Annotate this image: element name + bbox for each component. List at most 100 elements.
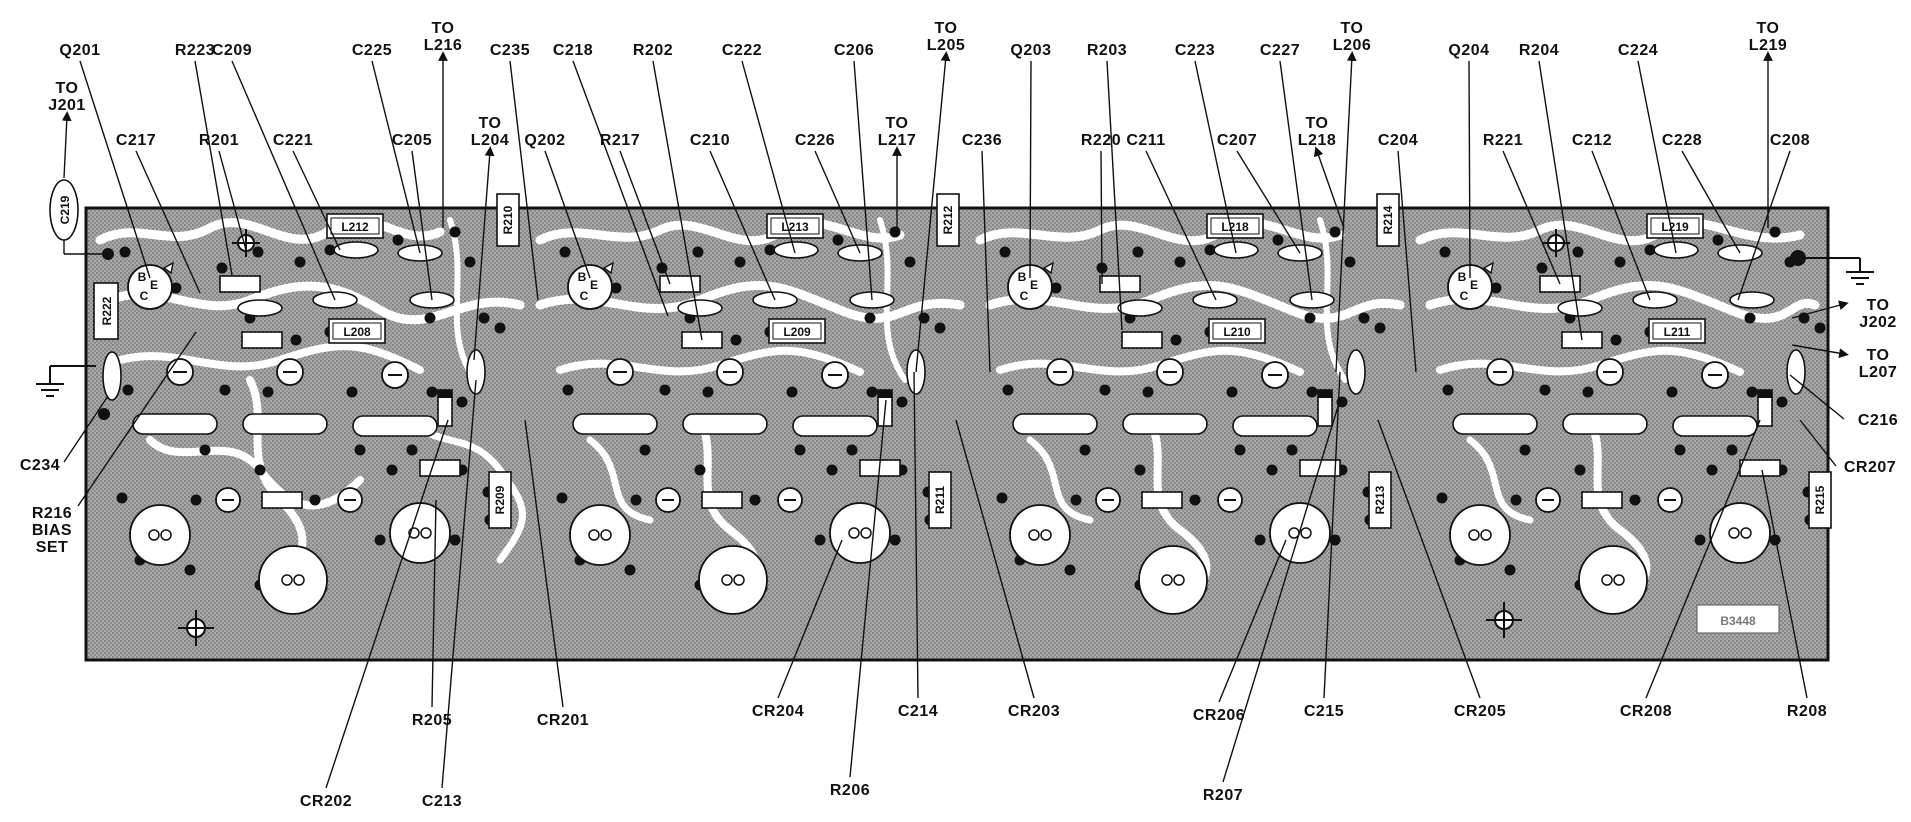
- callout-c207: C207: [1217, 132, 1257, 149]
- resistor-r214: R214: [1376, 193, 1400, 247]
- coil-form: [698, 545, 768, 615]
- coil-form: [1709, 502, 1771, 564]
- pin-label: B: [1018, 270, 1027, 284]
- capacitor: [333, 241, 379, 259]
- callout-c217: C217: [116, 132, 156, 149]
- registration-mark-top-2: [1542, 229, 1570, 257]
- callout-r208: R208: [1787, 703, 1827, 720]
- pin-label: E: [1470, 278, 1478, 292]
- resistor-r209: R209: [488, 471, 512, 529]
- svg-text:L219: L219: [1661, 220, 1689, 234]
- callout-c225: C225: [352, 42, 392, 59]
- capacitor: [1557, 299, 1603, 317]
- resistor-r211: R211: [928, 471, 952, 529]
- callout-r223: R223: [175, 42, 215, 59]
- svg-text:L209: L209: [783, 325, 811, 339]
- callout-c222: C222: [722, 42, 762, 59]
- coil-form: [389, 502, 451, 564]
- svg-text:R212: R212: [941, 205, 955, 234]
- coil-form: [1138, 545, 1208, 615]
- coil-form: [569, 504, 631, 566]
- slot-component: [792, 415, 878, 437]
- pin-label: C: [140, 289, 149, 303]
- transistor-q203: BEC: [1007, 261, 1054, 310]
- coil-form: [258, 545, 328, 615]
- circuit-board: BECL212L208R210R209BECL213L209R212R211BE…: [36, 179, 1874, 662]
- pin-label: E: [1030, 278, 1038, 292]
- callout-cr203: CR203: [1008, 703, 1060, 720]
- callout-c205: C205: [392, 132, 432, 149]
- callout-c234: C234: [20, 457, 60, 474]
- resistor-r210: R210: [496, 193, 520, 247]
- coil-form: [1009, 504, 1071, 566]
- callout-r207: R207: [1203, 787, 1243, 804]
- inductor-l212: L212: [326, 213, 384, 239]
- capacitor: [1117, 299, 1163, 317]
- callout-c235: C235: [490, 42, 530, 59]
- resistor: [659, 275, 701, 293]
- slot-component: [1452, 413, 1538, 435]
- pin-label: C: [1020, 289, 1029, 303]
- registration-mark-right: [1486, 602, 1522, 638]
- callout-cr207: CR207: [1844, 459, 1896, 476]
- callout-c226: C226: [795, 132, 835, 149]
- resistor: [1739, 459, 1781, 477]
- pin-label: B: [578, 270, 587, 284]
- slot-component: [242, 413, 328, 435]
- resistor: [419, 459, 461, 477]
- svg-text:R215: R215: [1813, 485, 1827, 514]
- pin-label: E: [150, 278, 158, 292]
- svg-text:L212: L212: [341, 220, 369, 234]
- callout-c208: C208: [1770, 132, 1810, 149]
- callout-cr201: CR201: [537, 712, 589, 729]
- callout-r203: R203: [1087, 42, 1127, 59]
- inductor-l213: L213: [766, 213, 824, 239]
- svg-text:C219: C219: [58, 195, 72, 224]
- capacitor: [237, 299, 283, 317]
- inductor-l211: L211: [1648, 318, 1706, 344]
- callout-r220: R220: [1081, 132, 1121, 149]
- callout-c214: C214: [898, 703, 938, 720]
- callout-c213: C213: [422, 793, 462, 810]
- capacitor: [1729, 291, 1775, 309]
- resistor: [241, 331, 283, 349]
- capacitor: [677, 299, 723, 317]
- amplifier-stages: BECL212L208R210R209BECL213L209R212R211BE…: [127, 193, 1832, 615]
- svg-text:R211: R211: [933, 486, 947, 514]
- coil-form: [1578, 545, 1648, 615]
- callout-c211: C211: [1126, 132, 1165, 149]
- callout-r206: R206: [830, 782, 870, 799]
- pin-label: B: [1458, 270, 1467, 284]
- solder-pads: [116, 226, 1826, 594]
- callout-q204: Q204: [1448, 42, 1489, 59]
- coil-form: [129, 504, 191, 566]
- resistor: [1141, 491, 1183, 509]
- resistor-r212: R212: [936, 193, 960, 247]
- callout-q201: Q201: [59, 42, 100, 59]
- registration-mark-left: [178, 610, 214, 646]
- slot-component: [682, 413, 768, 435]
- capacitor: [1786, 349, 1806, 395]
- resistor: [1121, 331, 1163, 349]
- callout-c218: C218: [553, 42, 593, 59]
- svg-text:R222: R222: [100, 296, 114, 325]
- callout-c216: C216: [1858, 412, 1898, 429]
- pin-label: C: [580, 289, 589, 303]
- callout-c212: C212: [1572, 132, 1612, 149]
- coil-form: [1269, 502, 1331, 564]
- svg-text:L210: L210: [1223, 325, 1251, 339]
- callout-c223: C223: [1175, 42, 1215, 59]
- callout-c227: C227: [1260, 42, 1300, 59]
- ground-symbol-left: [36, 365, 96, 397]
